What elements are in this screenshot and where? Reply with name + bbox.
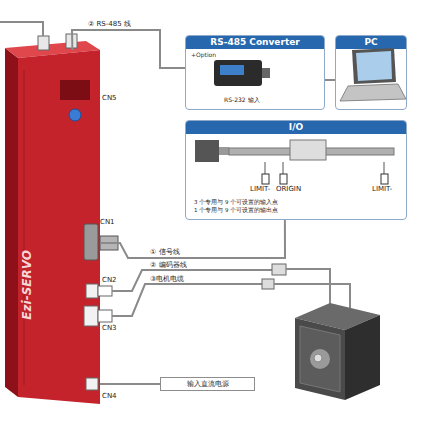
- servo-driver: Ezi-SERVO: [8, 50, 100, 402]
- option-note: +Option: [191, 51, 216, 58]
- coupling: [219, 147, 229, 155]
- port-label: RS-232 输入: [224, 96, 260, 105]
- converter-label: [220, 65, 244, 75]
- io-note: 1 个专用与 9 个可设置的输出点: [194, 207, 278, 214]
- io-panel: I/O: [185, 120, 407, 220]
- cable-connector: [100, 383, 160, 385]
- driver-panel: [60, 80, 90, 100]
- cn4-port: [86, 378, 98, 390]
- cable-label: ② 编码器线: [150, 260, 187, 270]
- limit-sensor: [262, 174, 269, 184]
- connector-name: CN1: [100, 218, 115, 226]
- brand-name: Ezi-SERVO: [20, 250, 34, 320]
- pc-panel: PC: [335, 35, 407, 110]
- cable-connector: [325, 79, 335, 81]
- driver-front: [18, 50, 100, 404]
- limit-sensor: [381, 174, 388, 184]
- sensor-label: ORIGIN: [276, 185, 301, 193]
- converter-device: [214, 60, 262, 86]
- encoder-cable: [112, 270, 272, 291]
- motor-cable: [112, 284, 262, 316]
- cable-connector: [262, 279, 274, 289]
- converter-port: [262, 68, 270, 78]
- driver-side: [5, 48, 18, 397]
- cable-connector: [72, 30, 185, 68]
- laptop-bezel: [352, 48, 396, 84]
- connector-name: CN4: [102, 392, 117, 400]
- panel-header: RS-485 Converter: [186, 36, 324, 49]
- sensor-label: LIMIT-: [372, 185, 392, 193]
- cable: [0, 22, 43, 36]
- sensor-lead: [283, 162, 284, 174]
- power-box: 输入直流电源: [160, 377, 255, 391]
- motor-shaft: [314, 354, 322, 362]
- sensor-lead: [384, 162, 385, 174]
- motor-side: [345, 315, 380, 400]
- cn3-port: [84, 306, 98, 326]
- laptop-base: [340, 84, 406, 101]
- encoder-cable: [286, 269, 330, 306]
- cable-label: ① 信号线: [150, 247, 180, 257]
- cable-label: ② RS-485 线: [88, 19, 131, 29]
- motor-front: [295, 318, 345, 400]
- motor-boss: [310, 349, 330, 369]
- cn1-port: [84, 224, 98, 260]
- laptop-screen: [356, 51, 392, 81]
- io-note: 3 个专用与 9 个可设置的输入点: [194, 199, 278, 206]
- rail: [229, 148, 394, 155]
- actuator-motor: [195, 140, 219, 162]
- sensor-label: LIMIT-: [250, 185, 270, 193]
- cn2-plug: [98, 286, 112, 296]
- origin-sensor: [280, 174, 287, 184]
- cable-connector: [272, 264, 286, 275]
- panel-header: PC: [336, 36, 406, 49]
- driver-groove: [24, 70, 25, 385]
- cn5-plug: [38, 36, 49, 50]
- power-label: 输入直流电源: [161, 378, 254, 390]
- panel-header: I/O: [186, 121, 406, 134]
- cn3-plug: [98, 310, 112, 322]
- sensor-lead: [265, 162, 266, 174]
- cable-connector: [100, 220, 285, 258]
- motor-flange: [300, 326, 340, 392]
- rotary-switch: [69, 109, 81, 121]
- connector-name: CN5: [102, 94, 117, 102]
- cn2-port: [86, 284, 98, 298]
- converter-panel: RS-485 Converter +OptionRS-232 输入: [185, 35, 325, 110]
- connector-name: CN3: [102, 324, 117, 332]
- cable-label: ③电机电缆: [150, 274, 184, 284]
- connector-name: CN2: [102, 276, 117, 284]
- carriage: [290, 140, 326, 160]
